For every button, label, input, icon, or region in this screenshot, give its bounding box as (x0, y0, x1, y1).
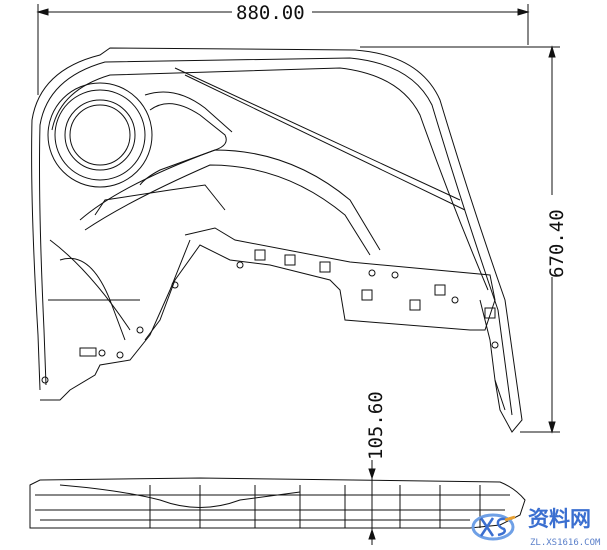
width-dimension-text: 880.00 (236, 2, 305, 24)
watermark-logo-icon (471, 513, 516, 541)
part-front-view (31, 47, 523, 433)
part-side-view (29, 477, 526, 529)
height-dimension-text: 670.40 (546, 209, 568, 278)
watermark-text: 资料网 (528, 507, 591, 531)
thickness-dimension-text: 105.60 (365, 391, 387, 460)
watermark-url: ZL.XS1616.COM (530, 538, 601, 548)
